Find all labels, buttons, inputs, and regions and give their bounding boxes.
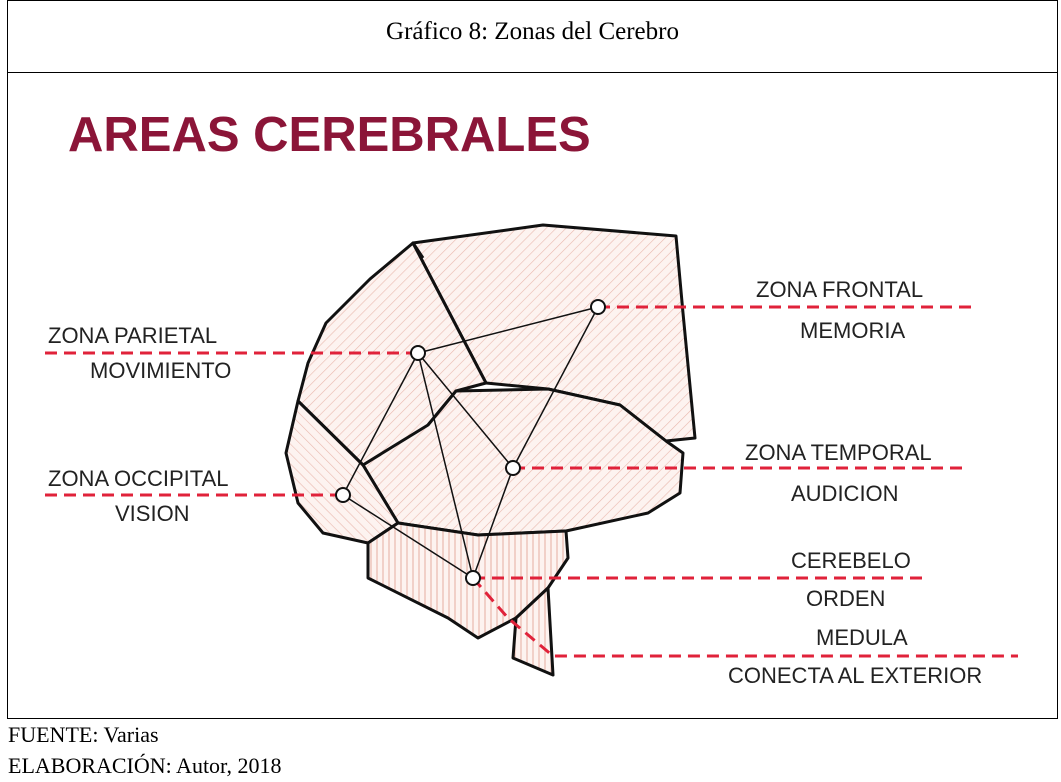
region-occipital [284,399,400,545]
region-medulla [511,586,555,677]
node-parietal [410,345,426,361]
label-parietal-function: MOVIMIENTO [90,358,231,383]
brain-regions [284,223,697,677]
region-frontal [411,223,697,443]
label-frontal-name: ZONA FRONTAL [756,277,923,302]
label-frontal-function: MEMORIA [800,318,905,343]
figure-table: Gráfico 8: Zonas del Cerebro AREAS CEREB… [7,0,1058,719]
label-temporal-function: AUDICION [791,481,899,506]
node-cerebellum [465,570,481,586]
label-occipital-name: ZONA OCCIPITAL [48,466,229,491]
label-cerebellum-name: CEREBELO [791,548,911,573]
nodes [335,299,606,586]
caption-row: Gráfico 8: Zonas del Cerebro [8,1,1057,73]
figure-caption: Gráfico 8: Zonas del Cerebro [386,17,679,45]
source-note: FUENTE: Varias [8,722,159,747]
node-network [342,306,599,579]
diagram-title: AREAS CEREBRALES [68,108,591,162]
label-medula-function: CONECTA AL EXTERIOR [728,663,982,688]
label-cerebellum-function: ORDEN [806,586,885,611]
figure-footer: FUENTE: Varias ELABORACIÓN: Autor, 2018 [8,719,1058,781]
node-occipital [335,487,351,503]
node-temporal [505,460,521,476]
brain-diagram: AREAS CEREBRALES [45,108,1018,688]
node-frontal [590,299,606,315]
region-top-edge [411,242,425,259]
elaboration-note: ELABORACIÓN: Autor, 2018 [8,753,282,778]
leader-medula [471,577,1018,658]
label-medula-name: MEDULA [816,625,908,650]
label-occipital-function: VISION [115,501,190,526]
label-parietal-name: ZONA PARIETAL [48,323,217,348]
leader-lines [45,305,1018,658]
label-temporal-name: ZONA TEMPORAL [745,440,932,465]
